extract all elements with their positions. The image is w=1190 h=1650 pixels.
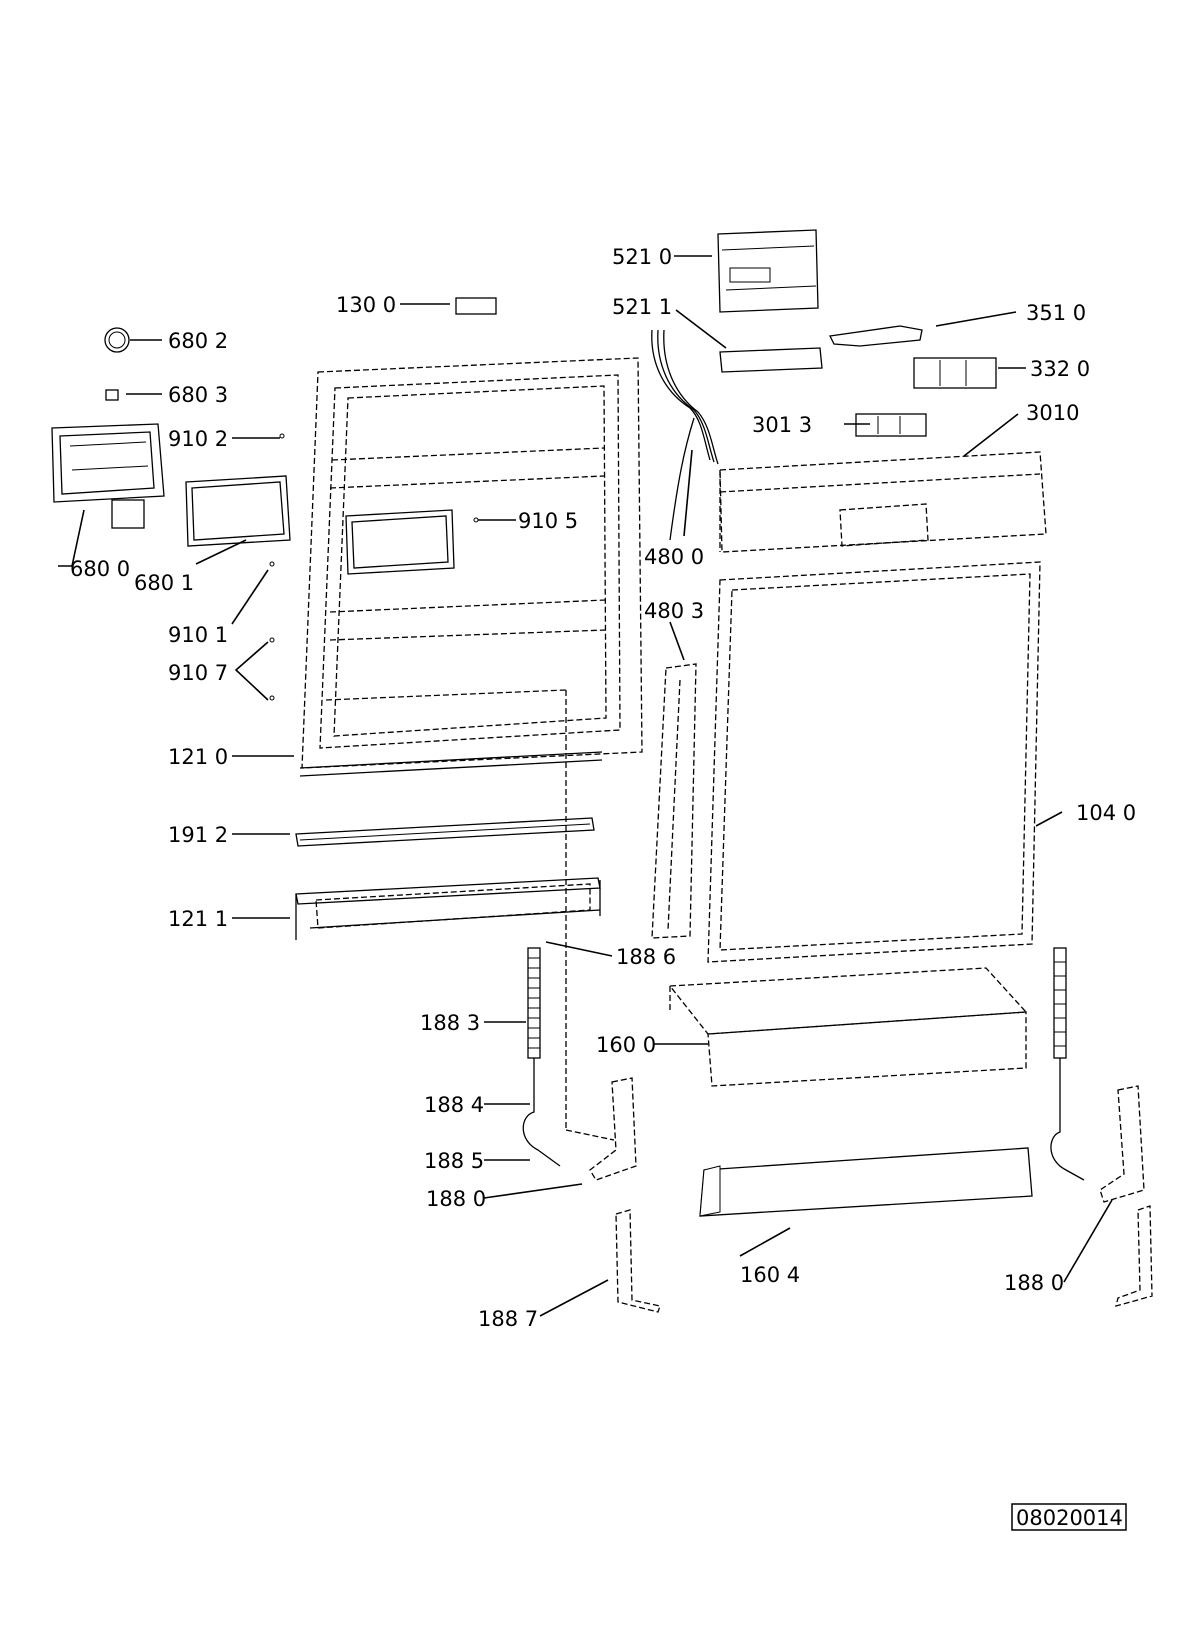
label-521-0: 521 0 <box>612 245 672 269</box>
label-188-7: 188 7 <box>478 1307 538 1331</box>
label-332-0: 332 0 <box>1030 357 1090 381</box>
label-480-0: 480 0 <box>644 545 704 569</box>
wiring-harness <box>651 329 719 541</box>
label-188-3: 188 3 <box>420 1011 480 1035</box>
label-191-2: 191 2 <box>168 823 228 847</box>
control-panel <box>719 451 1047 553</box>
plinth <box>699 1147 1033 1217</box>
small-board <box>719 347 823 373</box>
side-strip <box>651 663 697 939</box>
label-121-0: 121 0 <box>168 745 228 769</box>
ring-part <box>104 327 130 353</box>
label-680-0: 680 0 <box>70 557 130 581</box>
label-188-5: 188 5 <box>424 1149 484 1173</box>
label-521-1: 521 1 <box>612 295 672 319</box>
button-keys <box>855 413 927 437</box>
label-3010: 3010 <box>1026 401 1079 425</box>
drawing-number: 08020014 <box>1016 1506 1123 1530</box>
label-130-0: 130 0 <box>336 293 396 317</box>
dispenser <box>51 423 165 529</box>
label-121-1: 121 1 <box>168 907 228 931</box>
label-680-3: 680 3 <box>168 383 228 407</box>
label-160-0: 160 0 <box>596 1033 656 1057</box>
hinge-bracket <box>615 1209 661 1313</box>
left-hinge <box>589 1077 637 1181</box>
label-910-1: 910 1 <box>168 623 228 647</box>
dispenser-gasket <box>185 475 291 547</box>
inner-door-panel <box>299 357 643 777</box>
door-strip <box>295 817 595 847</box>
label-680-2: 680 2 <box>168 329 228 353</box>
label-160-4: 160 4 <box>740 1263 800 1287</box>
button-set <box>913 357 997 389</box>
right-spring <box>1050 947 1085 1181</box>
label-910-5: 910 5 <box>518 509 578 533</box>
label-910-7: 910 7 <box>168 661 228 685</box>
right-hinge <box>1099 1085 1153 1307</box>
switch-part <box>829 325 923 347</box>
label-188-6: 188 6 <box>616 945 676 969</box>
label-188-0-left: 188 0 <box>426 1187 486 1211</box>
label-188-0-right: 188 0 <box>1004 1271 1064 1295</box>
label-910-2: 910 2 <box>168 427 228 451</box>
outer-door-panel <box>707 561 1041 963</box>
label-351-0: 351 0 <box>1026 301 1086 325</box>
door-latch <box>455 297 497 315</box>
electronic-board <box>717 229 819 313</box>
kickplate <box>668 967 1028 1087</box>
label-480-3: 480 3 <box>644 599 704 623</box>
left-spring <box>522 947 561 1167</box>
label-680-1: 680 1 <box>134 571 194 595</box>
label-104-0: 104 0 <box>1076 801 1136 825</box>
label-301-3: 301 3 <box>752 413 812 437</box>
lower-frame <box>295 877 601 940</box>
small-clip <box>105 389 119 401</box>
label-188-4: 188 4 <box>424 1093 484 1117</box>
